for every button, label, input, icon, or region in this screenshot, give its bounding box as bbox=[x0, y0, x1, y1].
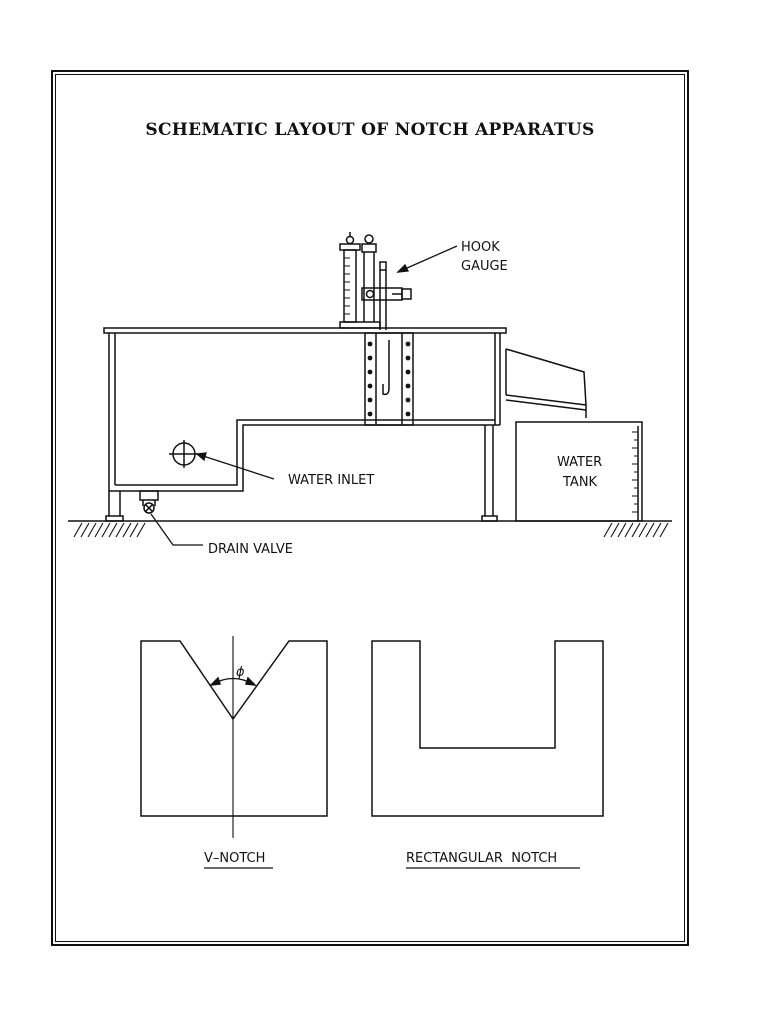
page-title: SCHEMATIC LAYOUT OF NOTCH APPARATUS bbox=[145, 120, 595, 140]
flume bbox=[505, 348, 587, 418]
page-border-inner bbox=[55, 74, 685, 942]
water-tank-label-1: WATER bbox=[557, 455, 602, 470]
water-inlet bbox=[169, 440, 199, 468]
page-border-outer bbox=[51, 70, 689, 946]
hook-gauge bbox=[339, 232, 412, 330]
drain-valve bbox=[139, 490, 159, 514]
water-tank bbox=[515, 421, 643, 522]
drain-valve-label: DRAIN VALVE bbox=[208, 542, 293, 557]
hook-gauge-label-2: GAUGE bbox=[461, 259, 508, 274]
water-tank-label-2: TANK bbox=[562, 475, 598, 490]
v-notch-caption: V–NOTCH bbox=[204, 851, 265, 866]
main-tank bbox=[103, 327, 507, 522]
ground-hatch-left bbox=[73, 522, 146, 538]
rectangular-notch-caption: RECTANGULAR NOTCH bbox=[406, 851, 557, 866]
ground bbox=[68, 520, 672, 538]
v-notch-plate bbox=[140, 636, 328, 838]
stilling-baffle bbox=[364, 332, 414, 426]
water-inlet-label: WATER INLET bbox=[288, 473, 374, 488]
hook-gauge-label-1: HOOK bbox=[461, 240, 500, 255]
rectangular-notch-plate bbox=[371, 640, 604, 817]
leaders bbox=[150, 245, 458, 546]
v-notch-angle-phi: ϕ bbox=[236, 665, 245, 680]
ground-hatch-right bbox=[603, 522, 669, 538]
